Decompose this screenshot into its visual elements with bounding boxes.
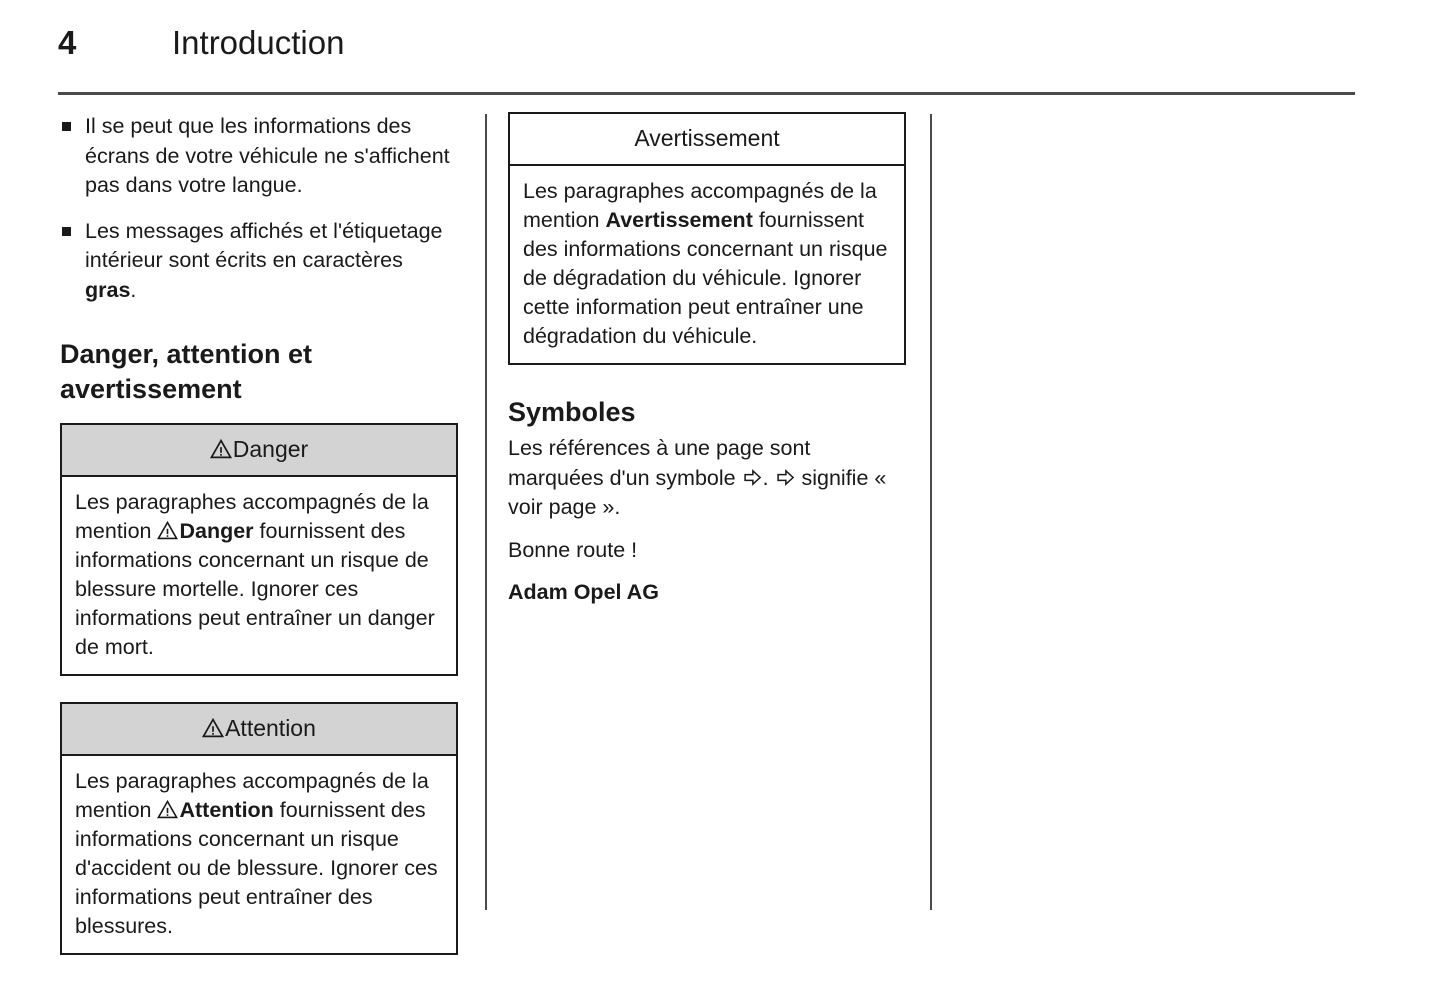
bullet-list: Il se peut que les informations des écra… xyxy=(60,112,458,305)
danger-notice-header-label: Danger xyxy=(232,436,309,462)
symboles-text-3: signifie « voir page ». xyxy=(508,465,887,520)
attention-body-bold: Attention xyxy=(179,798,274,822)
danger-notice-body: Les paragraphes accompagnés de la mentio… xyxy=(62,477,456,674)
square-bullet-icon xyxy=(62,122,71,131)
avertissement-notice-header: Avertissement xyxy=(510,114,904,166)
danger-notice-header: Danger xyxy=(62,425,456,477)
page-title: Introduction xyxy=(172,24,345,61)
avertissement-notice-box: Avertissement Les paragraphes accompagné… xyxy=(508,112,906,365)
middle-column: Avertissement Les paragraphes accompagné… xyxy=(508,112,906,608)
signature-text: Adam Opel AG xyxy=(508,580,659,604)
avertissement-notice-body: Les paragraphes accompagnés de la mentio… xyxy=(510,166,904,363)
attention-notice-body: Les paragraphes accompagnés de la mentio… xyxy=(62,756,456,953)
warning-triangle-icon xyxy=(202,718,225,738)
symboles-text-2: . xyxy=(762,465,775,490)
attention-notice-box: Attention Les paragraphes accompagnés de… xyxy=(60,702,458,955)
page-header: 4 Introduction xyxy=(0,0,1445,95)
square-bullet-icon xyxy=(62,226,71,236)
danger-body-tail: fournissent des informations concernant … xyxy=(75,519,435,659)
hollow-right-arrow-icon xyxy=(743,468,762,487)
avertissement-notice-header-label: Avertissement xyxy=(634,125,780,151)
list-item-text-lead: Les messages affichés et l'étiquetage in… xyxy=(85,218,443,273)
warning-triangle-icon xyxy=(209,439,232,459)
bonne-route-text: Bonne route ! xyxy=(508,537,638,562)
list-item-text: Les messages affichés et l'étiquetage in… xyxy=(85,217,458,306)
avertissement-body-bold: Avertissement xyxy=(605,208,753,232)
attention-body-tail: fournissent des informations concernant … xyxy=(75,798,438,938)
section-heading-danger-attention: Danger, attention et avertissement xyxy=(60,339,313,404)
list-item: Il se peut que les informations des écra… xyxy=(60,112,458,201)
danger-notice-box: Danger Les paragraphes accompagnés de la… xyxy=(60,423,458,676)
section-heading-symboles: Symboles xyxy=(508,397,636,427)
warning-triangle-icon xyxy=(157,521,179,540)
attention-notice-header: Attention xyxy=(62,704,456,756)
danger-body-bold: Danger xyxy=(179,519,254,543)
avertissement-body-tail: fournissent des informations concernant … xyxy=(523,208,888,348)
page-number: 4 xyxy=(58,24,77,61)
warning-triangle-icon xyxy=(157,800,179,819)
header-rule xyxy=(58,92,1355,95)
column-divider-right xyxy=(930,114,932,910)
column-divider-left xyxy=(485,114,487,910)
list-item: Les messages affichés et l'étiquetage in… xyxy=(60,217,458,306)
symboles-paragraph: Les références à une page sont marquées … xyxy=(508,434,906,523)
symboles-text-1: Les références à une page sont marquées … xyxy=(508,436,811,490)
list-item-text-tail: . xyxy=(130,277,137,302)
list-item-text: Il se peut que les informations des écra… xyxy=(85,114,450,197)
danger-body-lead: Les paragraphes accompagnés de la mentio… xyxy=(75,490,429,543)
hollow-right-arrow-icon xyxy=(776,468,795,487)
list-item-text-bold: gras xyxy=(85,277,131,302)
avertissement-body-lead: Les paragraphes accompagnés de la mentio… xyxy=(523,179,877,232)
left-column: Il se peut que les informations des écra… xyxy=(60,112,458,981)
attention-notice-header-label: Attention xyxy=(225,715,316,741)
attention-body-lead: Les paragraphes accompagnés de la mentio… xyxy=(75,769,429,822)
